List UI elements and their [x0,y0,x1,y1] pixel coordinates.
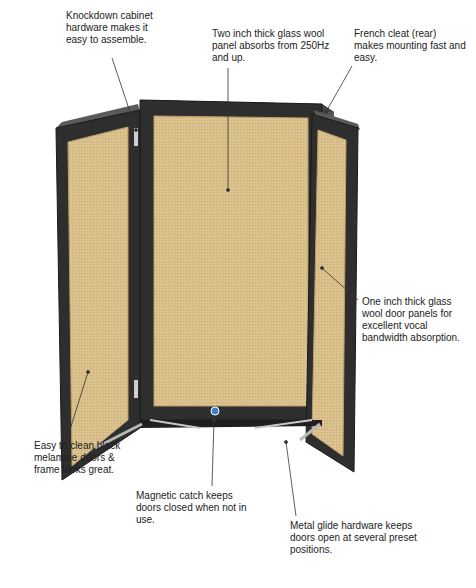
left-door-panel [68,127,128,466]
leader-dot [325,111,328,114]
leader-dot [213,419,216,422]
leader-line [228,68,229,190]
callout-text: Metal glide hardware keeps doors open at… [290,520,440,556]
glide-arm [255,420,312,428]
callout-text: French cleat (rear) makes mounting fast … [354,28,466,64]
left-door [56,110,140,480]
frame-bottom [140,420,322,428]
callout-text: Magnetic catch keeps doors closed when n… [136,490,256,526]
callout-text: Knockdown cabinet hardware makes it easy… [66,10,164,46]
leader-line [212,420,214,486]
leader-line [326,66,352,112]
callout-text: Easy to clean black melamine doors & fra… [34,440,134,476]
callout-text: Two inch thick glass wool panel absorbs … [212,28,340,64]
rear-panel [154,116,308,406]
right-door [306,114,358,472]
glide-arm [300,424,320,440]
leader-line [112,58,136,130]
hinge [134,380,138,398]
right-door-panel [312,130,346,456]
glide-arm [150,420,200,428]
leader-line [286,442,296,516]
leader-dot [285,441,288,444]
leader-line [68,372,88,436]
cabinet-frame [140,100,322,420]
callout-text: One inch thick glass wool door panels fo… [362,296,468,344]
leader-dot [135,129,138,132]
leader-dot [321,267,324,270]
leader-line [322,268,358,300]
magnetic-catch [211,407,219,415]
hinge [134,128,138,146]
leader-dot [227,189,230,192]
leader-dot [87,371,90,374]
